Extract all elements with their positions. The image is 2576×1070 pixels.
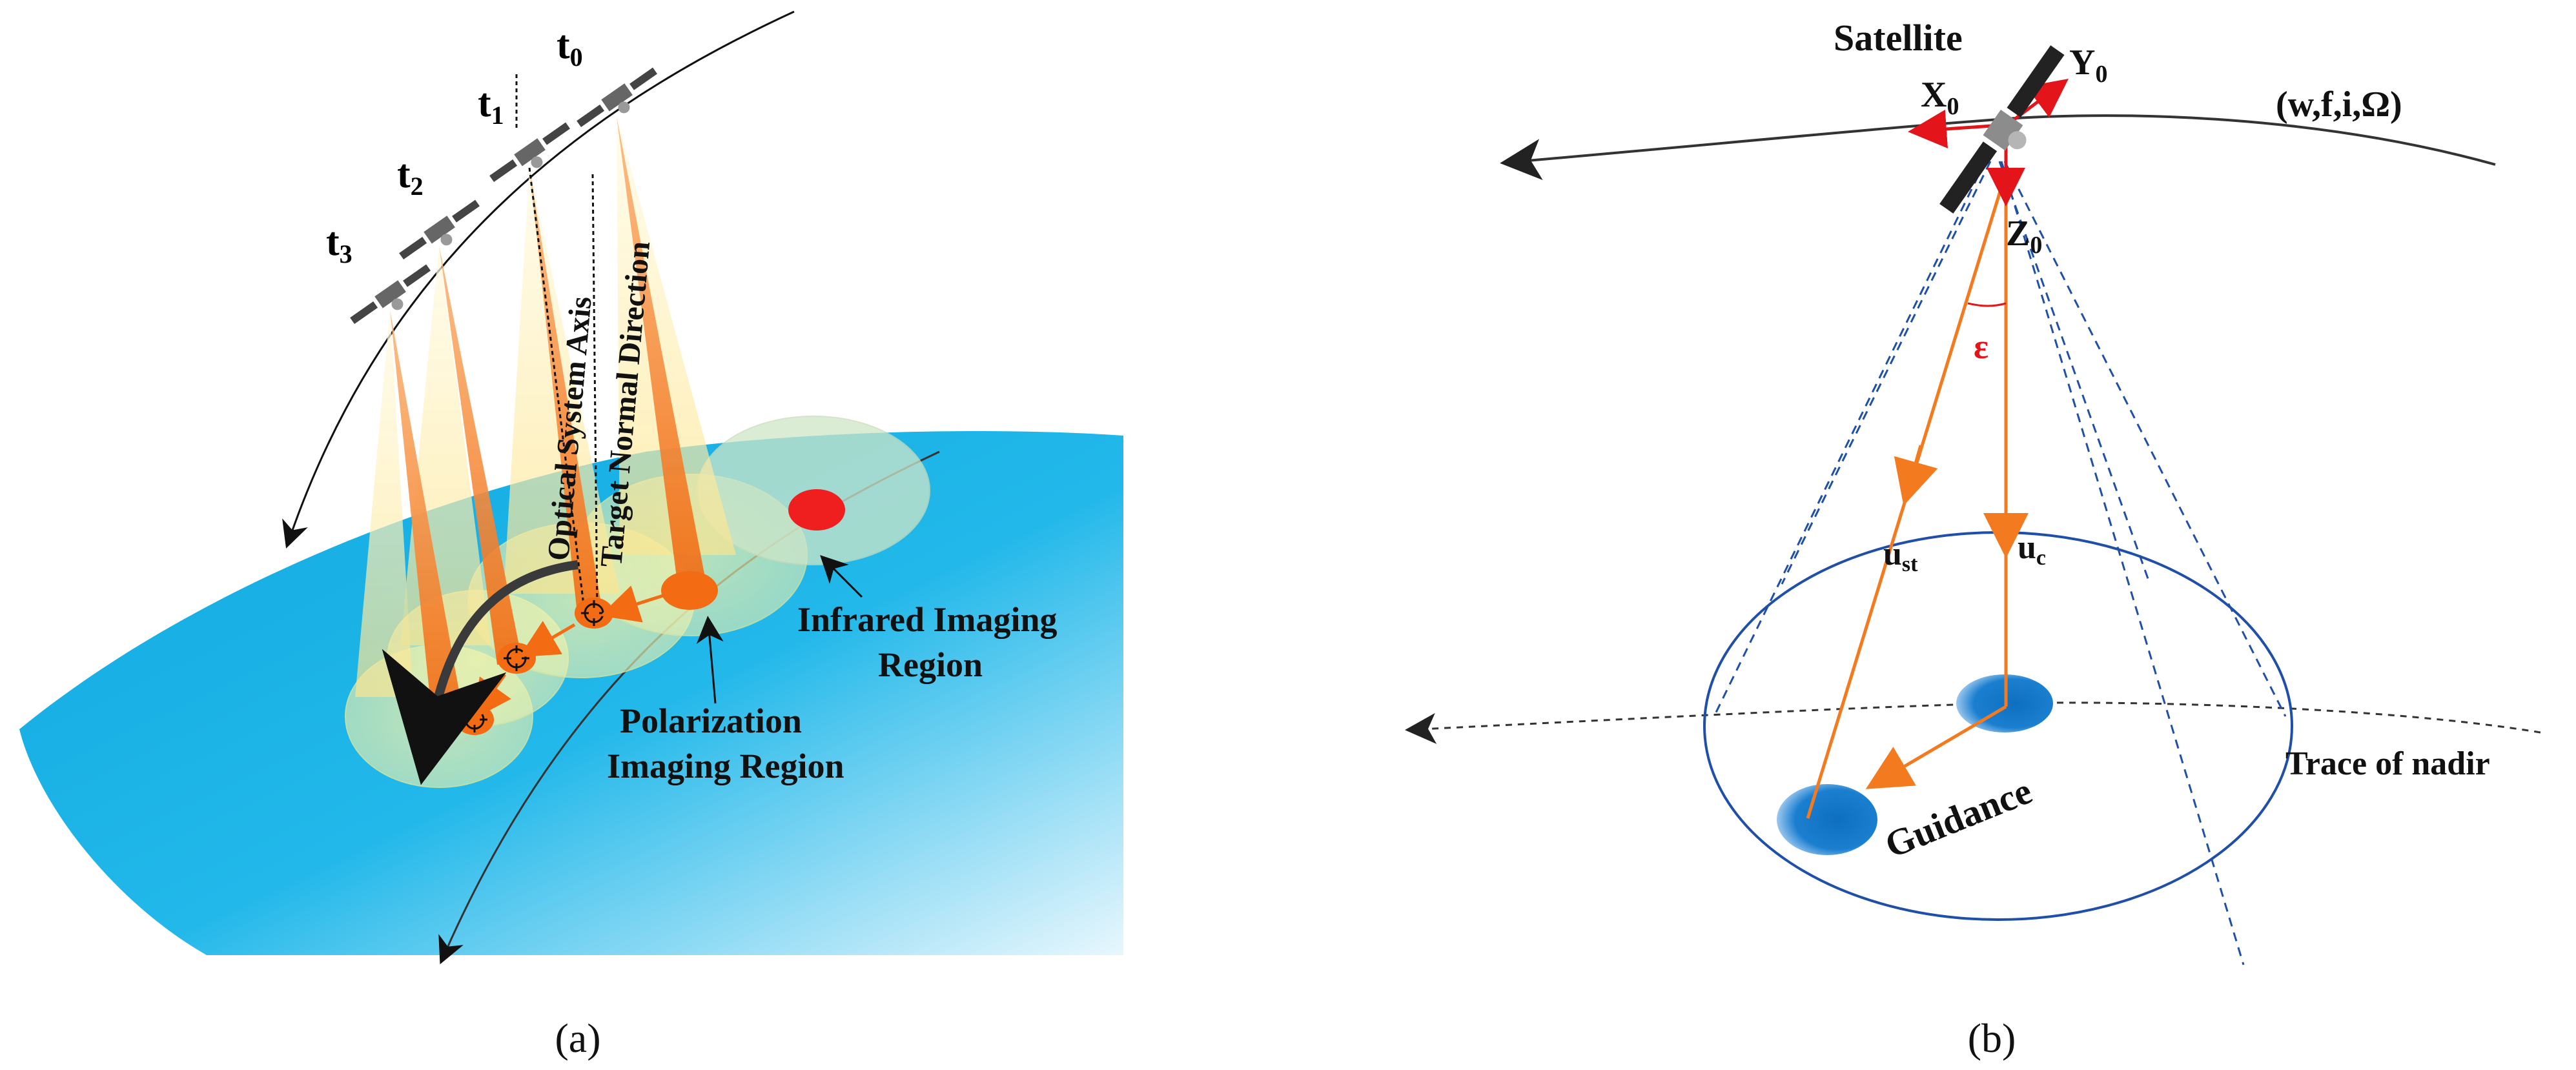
target-arrow xyxy=(600,585,666,623)
satellite-label: Satellite xyxy=(1834,17,1963,59)
time-label-t1: t1 xyxy=(478,81,504,130)
caption-a: (a) xyxy=(555,1015,600,1061)
scan-direction-arrow xyxy=(382,560,578,785)
infrared-spot xyxy=(788,489,845,530)
target-marker xyxy=(455,704,494,735)
panel-b-diagram: Satellite (w,f,i,Ω) X0 Y0 Z0 ε ust uc Gu… xyxy=(1405,17,2541,1061)
infrared-pointer xyxy=(820,555,863,598)
y0-label: Y0 xyxy=(2069,43,2107,88)
z0-label: Z0 xyxy=(2006,214,2042,259)
x0-label: X0 xyxy=(1921,75,1959,120)
target-marker xyxy=(575,598,613,629)
orbit-elements-label: (w,f,i,Ω) xyxy=(2276,85,2402,125)
guidance-label: Guidance xyxy=(1879,769,2038,866)
time-label-t3: t3 xyxy=(326,220,353,268)
target-normal-line xyxy=(591,174,598,611)
satellite-icon xyxy=(1939,45,2065,214)
polarization-pointer xyxy=(696,616,724,704)
infrared-label: Infrared Imaging Region xyxy=(797,600,1066,684)
x0-axis xyxy=(1908,109,1992,148)
target-spot-guided xyxy=(1777,784,1877,855)
polarization-label: Polarization Imaging Region xyxy=(607,702,844,785)
optical-axis-line xyxy=(528,167,586,611)
guidance-vector xyxy=(1865,705,2007,789)
u-st-arrowhead xyxy=(1894,445,1938,506)
satellite-icon xyxy=(350,264,431,325)
caption-b: (b) xyxy=(1968,1015,2016,1061)
view-cone xyxy=(1713,161,2287,965)
panel-a-diagram: t0 t1 t2 t3 Optical System Axis Target N… xyxy=(19,10,1123,1061)
orbit-arc xyxy=(282,10,795,549)
u-st-label: ust xyxy=(1883,536,1918,576)
time-label-t0: t0 xyxy=(557,23,583,72)
satellite-icon xyxy=(489,122,570,183)
satellite-icon xyxy=(577,67,657,128)
panel-b: Satellite (w,f,i,Ω) X0 Y0 Z0 ε ust uc Gu… xyxy=(1288,0,2576,1070)
time-label-t2: t2 xyxy=(397,152,424,201)
polarization-spot xyxy=(661,571,718,610)
target-marker xyxy=(497,643,536,674)
epsilon-arc xyxy=(1967,302,2007,307)
satellite-icon xyxy=(399,199,480,260)
trace-label: Trace of nadir xyxy=(2285,745,2490,782)
u-c-label: uc xyxy=(2018,529,2046,570)
orange-beams xyxy=(390,116,707,723)
target-arrow xyxy=(519,620,576,658)
panel-a: t0 t1 t2 t3 Optical System Axis Target N… xyxy=(19,10,1123,1061)
epsilon-label: ε xyxy=(1974,327,1988,366)
